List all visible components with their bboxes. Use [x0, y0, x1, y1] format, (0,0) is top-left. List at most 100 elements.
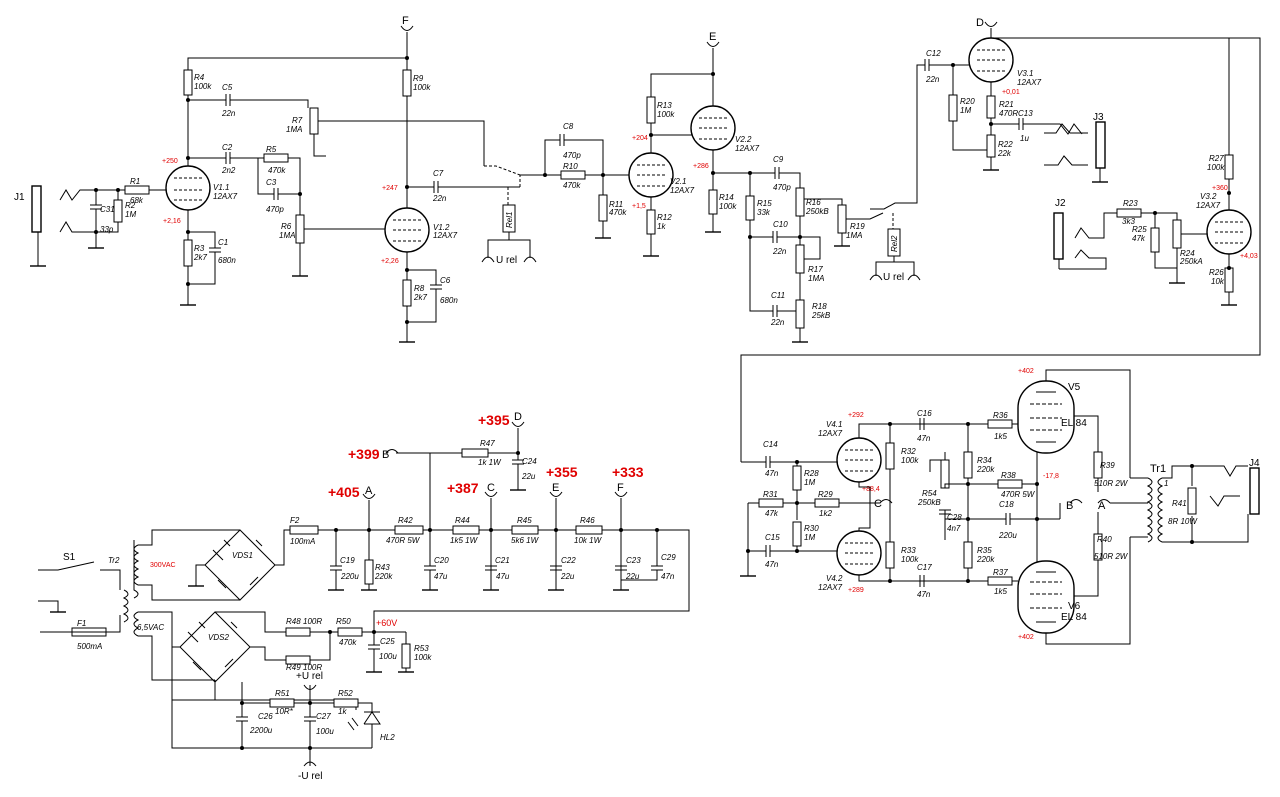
r31-ref: R31 [763, 490, 778, 499]
r22-value: 22k [997, 149, 1012, 158]
r7-value: 1MA [286, 125, 302, 134]
c6-ref: C6 [440, 276, 451, 285]
r26-value: 10k [1211, 277, 1225, 286]
v2-1-anode-voltage: +204 [632, 135, 648, 142]
bias-voltage: -17,8 [1043, 473, 1059, 480]
r30-value: 1M [804, 533, 815, 542]
r23-ref: R23 [1123, 199, 1138, 208]
r30-resistor [792, 521, 802, 547]
r10-value: 470k [563, 181, 581, 190]
r20-value: 1M [960, 106, 971, 115]
r30-ref: R30 [804, 524, 819, 533]
r16-value: 250kB [805, 207, 829, 216]
v1-1-tube [165, 165, 211, 211]
r23-value: 3k3 [1122, 217, 1135, 226]
r51-ref: R51 [275, 689, 290, 698]
secondary-300vac: 300VAC [150, 562, 176, 569]
r53-value: 100k [414, 653, 432, 662]
r48-resistor [285, 627, 311, 637]
v2-1-ref: V2.1 [670, 177, 686, 186]
r48-value: 100R [303, 617, 322, 626]
j2-label: J2 [1055, 198, 1066, 209]
c5-ref: C5 [222, 83, 233, 92]
v1-1-ref: V1.1 [213, 183, 229, 192]
r41-value: 8R 10W [1168, 517, 1198, 526]
c13-value: 1u [1020, 134, 1029, 143]
r44-ref: R44 [455, 516, 470, 525]
r40-value: 510R 2W [1094, 552, 1129, 561]
r53-ref: R53 [414, 644, 429, 653]
r52-resistor [333, 698, 359, 708]
r49-value: 100R [303, 663, 322, 672]
c7-value: 22n [432, 194, 447, 203]
r2-ref: R2 [125, 201, 136, 210]
c26-ref: C26 [258, 712, 273, 721]
c28-ref: C28 [947, 513, 962, 522]
r51-resistor [269, 698, 295, 708]
jack-j4-body [1249, 467, 1260, 515]
connector-f-ps: F [617, 482, 624, 494]
r17-value: 1MA [808, 274, 824, 283]
r25-value: 47k [1132, 234, 1146, 243]
r32-ref: R32 [901, 447, 916, 456]
f1-label: F1 [77, 619, 86, 628]
c5-value: 22n [221, 109, 236, 118]
f1-value: 500mA [77, 642, 102, 651]
r24-pot [1172, 219, 1182, 249]
r41-resistor [1187, 487, 1197, 515]
c24-ref: C24 [522, 457, 537, 466]
c2-ref: C2 [222, 143, 233, 152]
r6-pot [295, 214, 305, 244]
rel1-label: Rel1 [505, 212, 514, 228]
r23-resistor [1116, 208, 1142, 218]
v3-1-cathode-voltage: +0,01 [1002, 89, 1020, 96]
r19-value: 1MA [846, 231, 862, 240]
r15-value: 33k [757, 208, 771, 217]
c3-value: 470p [266, 205, 284, 214]
v2-2-cathode-voltage: +286 [693, 163, 709, 170]
v2-2-tube [690, 105, 736, 151]
secondary-65vac: 6,5VAC [137, 623, 164, 632]
v2-2-ref: V2.2 [735, 135, 752, 144]
c19-ref: C19 [340, 556, 355, 565]
r48-ref: R48 [286, 617, 301, 626]
r32-value: 100k [901, 456, 919, 465]
minus-urel-label: -U rel [298, 771, 322, 782]
r6-ref: R6 [281, 222, 292, 231]
connector-a-out: A [1098, 500, 1106, 512]
r19-pot [837, 204, 847, 234]
connector-d-top: D [976, 17, 984, 29]
r28-resistor [792, 465, 802, 491]
c25-value: 100u [379, 652, 397, 661]
c18-ref: C18 [999, 500, 1014, 509]
v4-1-cathode-voltage: +88,4 [862, 486, 880, 493]
r22-resistor [986, 134, 996, 158]
rel2-urel-label: U rel [883, 272, 904, 283]
vds1-bridge [204, 529, 276, 601]
tr2-label: Tr2 [108, 556, 120, 565]
r42-value: 470R 5W [386, 536, 421, 545]
r26-ref: R26 [1209, 268, 1224, 277]
v6-ref: V6 [1068, 601, 1081, 612]
hl2-label: HL2 [380, 733, 395, 742]
tr1-label: Tr1 [1150, 463, 1166, 475]
r37-resistor [987, 576, 1013, 586]
c25-ref: C25 [380, 637, 395, 646]
vds1-label: VDS1 [232, 551, 253, 560]
r36-resistor [987, 419, 1013, 429]
r5-ref: R5 [266, 145, 277, 154]
r13-ref: R13 [657, 101, 672, 110]
r2-value: 1M [125, 210, 136, 219]
c31-value: 33p [100, 225, 114, 234]
r11-value: 470k [609, 208, 627, 217]
r14-resistor [708, 189, 718, 215]
v3-1-ref: V3.1 [1017, 69, 1033, 78]
v4-1-anode-voltage: +292 [848, 412, 864, 419]
r12-ref: R12 [657, 213, 672, 222]
input-stage: J1 R1 68k R2 1M C31 33p V1.1 12AX7 +250 … [14, 57, 485, 306]
c31-ref: C31 [100, 205, 115, 214]
rail-395: +395 [478, 412, 510, 428]
r14-value: 100k [719, 202, 737, 211]
r18-value: 25kB [811, 311, 831, 320]
c13-ref: C13 [1018, 109, 1033, 118]
